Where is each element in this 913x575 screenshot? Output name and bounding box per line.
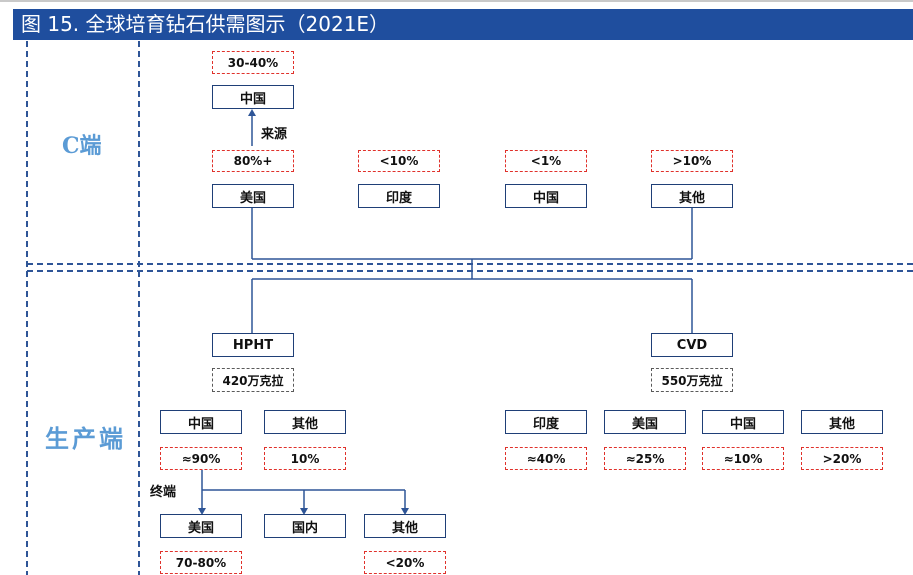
section-label-production: 生产端: [45, 424, 126, 453]
market-share-india: <10%: [358, 150, 440, 172]
cvd-producer-us: 美国: [604, 410, 686, 434]
hpht-producer-other: 其他: [264, 410, 346, 434]
cvd-producer-other: 其他: [801, 410, 883, 434]
hpht-share-other: 10%: [264, 447, 346, 470]
end-arrow-head-domestic: [300, 508, 308, 515]
end-market-us: 美国: [160, 514, 242, 538]
cvd-producer-china: 中国: [702, 410, 784, 434]
end-share-us: 70-80%: [160, 551, 242, 574]
cvd-share-india: ≈40%: [505, 447, 587, 470]
hpht-producer-china: 中国: [160, 410, 242, 434]
china-share-label: 30-40%: [212, 51, 294, 74]
end-market-other: 其他: [364, 514, 446, 538]
market-box-india: 印度: [358, 184, 440, 208]
hpht-box: HPHT: [212, 333, 294, 357]
figure-title: 图 15. 全球培育钻石供需图示（2021E）: [13, 9, 913, 40]
end-arrow-head-other: [401, 508, 409, 515]
hpht-share-china: ≈90%: [160, 447, 242, 470]
cvd-share-other: >20%: [801, 447, 883, 470]
cvd-producer-india: 印度: [505, 410, 587, 434]
market-box-china: 中国: [505, 184, 587, 208]
section-label-consumer: C端: [62, 133, 102, 159]
source-label: 来源: [261, 127, 288, 142]
end-market-domestic: 国内: [264, 514, 346, 538]
end-share-other: <20%: [364, 551, 446, 574]
source-arrow-head: [248, 109, 256, 116]
market-share-us: 80%+: [212, 150, 294, 172]
market-share-other: >10%: [651, 150, 733, 172]
market-box-us: 美国: [212, 184, 294, 208]
market-box-other: 其他: [651, 184, 733, 208]
market-share-china: <1%: [505, 150, 587, 172]
end-market-label: 终端: [150, 485, 177, 500]
cvd-volume: 550万克拉: [651, 368, 733, 392]
cvd-box: CVD: [651, 333, 733, 357]
end-arrow-head-us: [198, 508, 206, 515]
hpht-volume: 420万克拉: [212, 368, 294, 392]
cvd-share-us: ≈25%: [604, 447, 686, 470]
top-rule: [0, 0, 913, 2]
cvd-share-china: ≈10%: [702, 447, 784, 470]
china-source-box: 中国: [212, 85, 294, 109]
